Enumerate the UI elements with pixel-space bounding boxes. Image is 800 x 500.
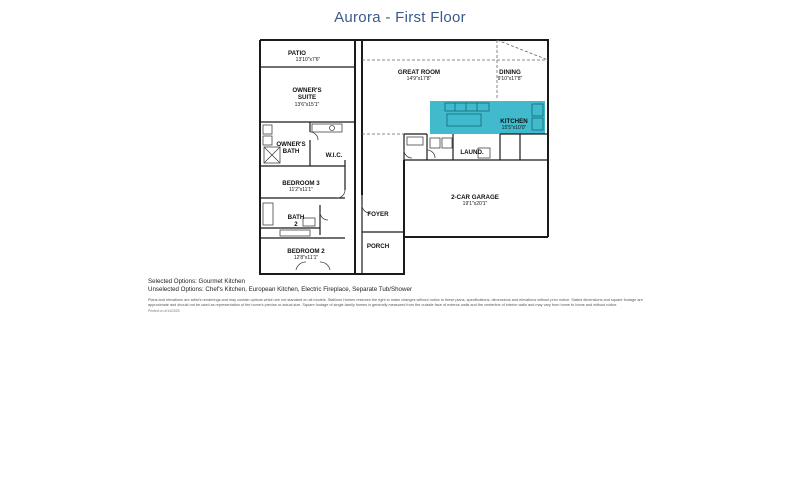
options-notes: Selected Options: Gourmet Kitchen Unsele… xyxy=(148,278,668,314)
bedroom-2-dim: 12'8"x11'1" xyxy=(294,255,318,261)
owners-suite-dim: 13'6"x15'1" xyxy=(295,102,320,108)
owners-suite-label-1: OWNER'S xyxy=(292,87,321,94)
porch-label: PORCH xyxy=(367,243,390,250)
page-title: Aurora - First Floor xyxy=(334,9,466,26)
disclaimer: Plans and elevations are artist's render… xyxy=(148,298,643,307)
foyer-label: FOYER xyxy=(367,211,389,218)
bath-2-label-2: 2 xyxy=(294,221,298,228)
laundry-label: LAUND. xyxy=(460,149,484,156)
dining-dim: 9'10"x17'8" xyxy=(498,76,523,82)
bedroom-3-label: BEDROOM 3 xyxy=(282,180,320,187)
disclaimer-tail: Printed on 4/14/2025 xyxy=(148,309,180,313)
garage-label: 2-CAR GARAGE xyxy=(451,194,499,201)
bedroom-3-dim: 11'2"x11'1" xyxy=(289,187,313,193)
patio-label: PATIO xyxy=(288,50,306,57)
dashed-lines xyxy=(362,39,549,135)
fixtures xyxy=(262,123,491,237)
kitchen-cabinets xyxy=(444,102,544,131)
owners-bath-label-2: BATH xyxy=(283,148,300,155)
patio-dim: 13'10"x7'6" xyxy=(296,57,321,63)
owners-suite-label-2: SUITE xyxy=(298,94,316,101)
door-swings xyxy=(295,131,436,271)
wic-label: W.I.C. xyxy=(326,152,343,159)
great-room-dim: 14'9"x17'8" xyxy=(407,76,432,82)
kitchen-label: KITCHEN xyxy=(500,118,528,125)
bath-2-label-1: BATH xyxy=(288,214,305,221)
owners-bath-label-1: OWNER'S xyxy=(276,141,305,148)
garage-dim: 19'1"x20'1" xyxy=(463,201,488,207)
interior-walls xyxy=(260,66,549,274)
dining-label: DINING xyxy=(499,69,521,76)
outer-walls xyxy=(259,39,549,275)
bedroom-2-label: BEDROOM 2 xyxy=(287,248,325,255)
kitchen-highlight xyxy=(430,101,545,134)
kitchen-dim: 15'5"x10'0" xyxy=(502,125,527,131)
selected-options: Selected Options: Gourmet Kitchen xyxy=(148,278,245,285)
great-room-label: GREAT ROOM xyxy=(398,69,440,76)
unselected-options: Unselected Options: Chef's Kitchen, Euro… xyxy=(148,286,412,293)
